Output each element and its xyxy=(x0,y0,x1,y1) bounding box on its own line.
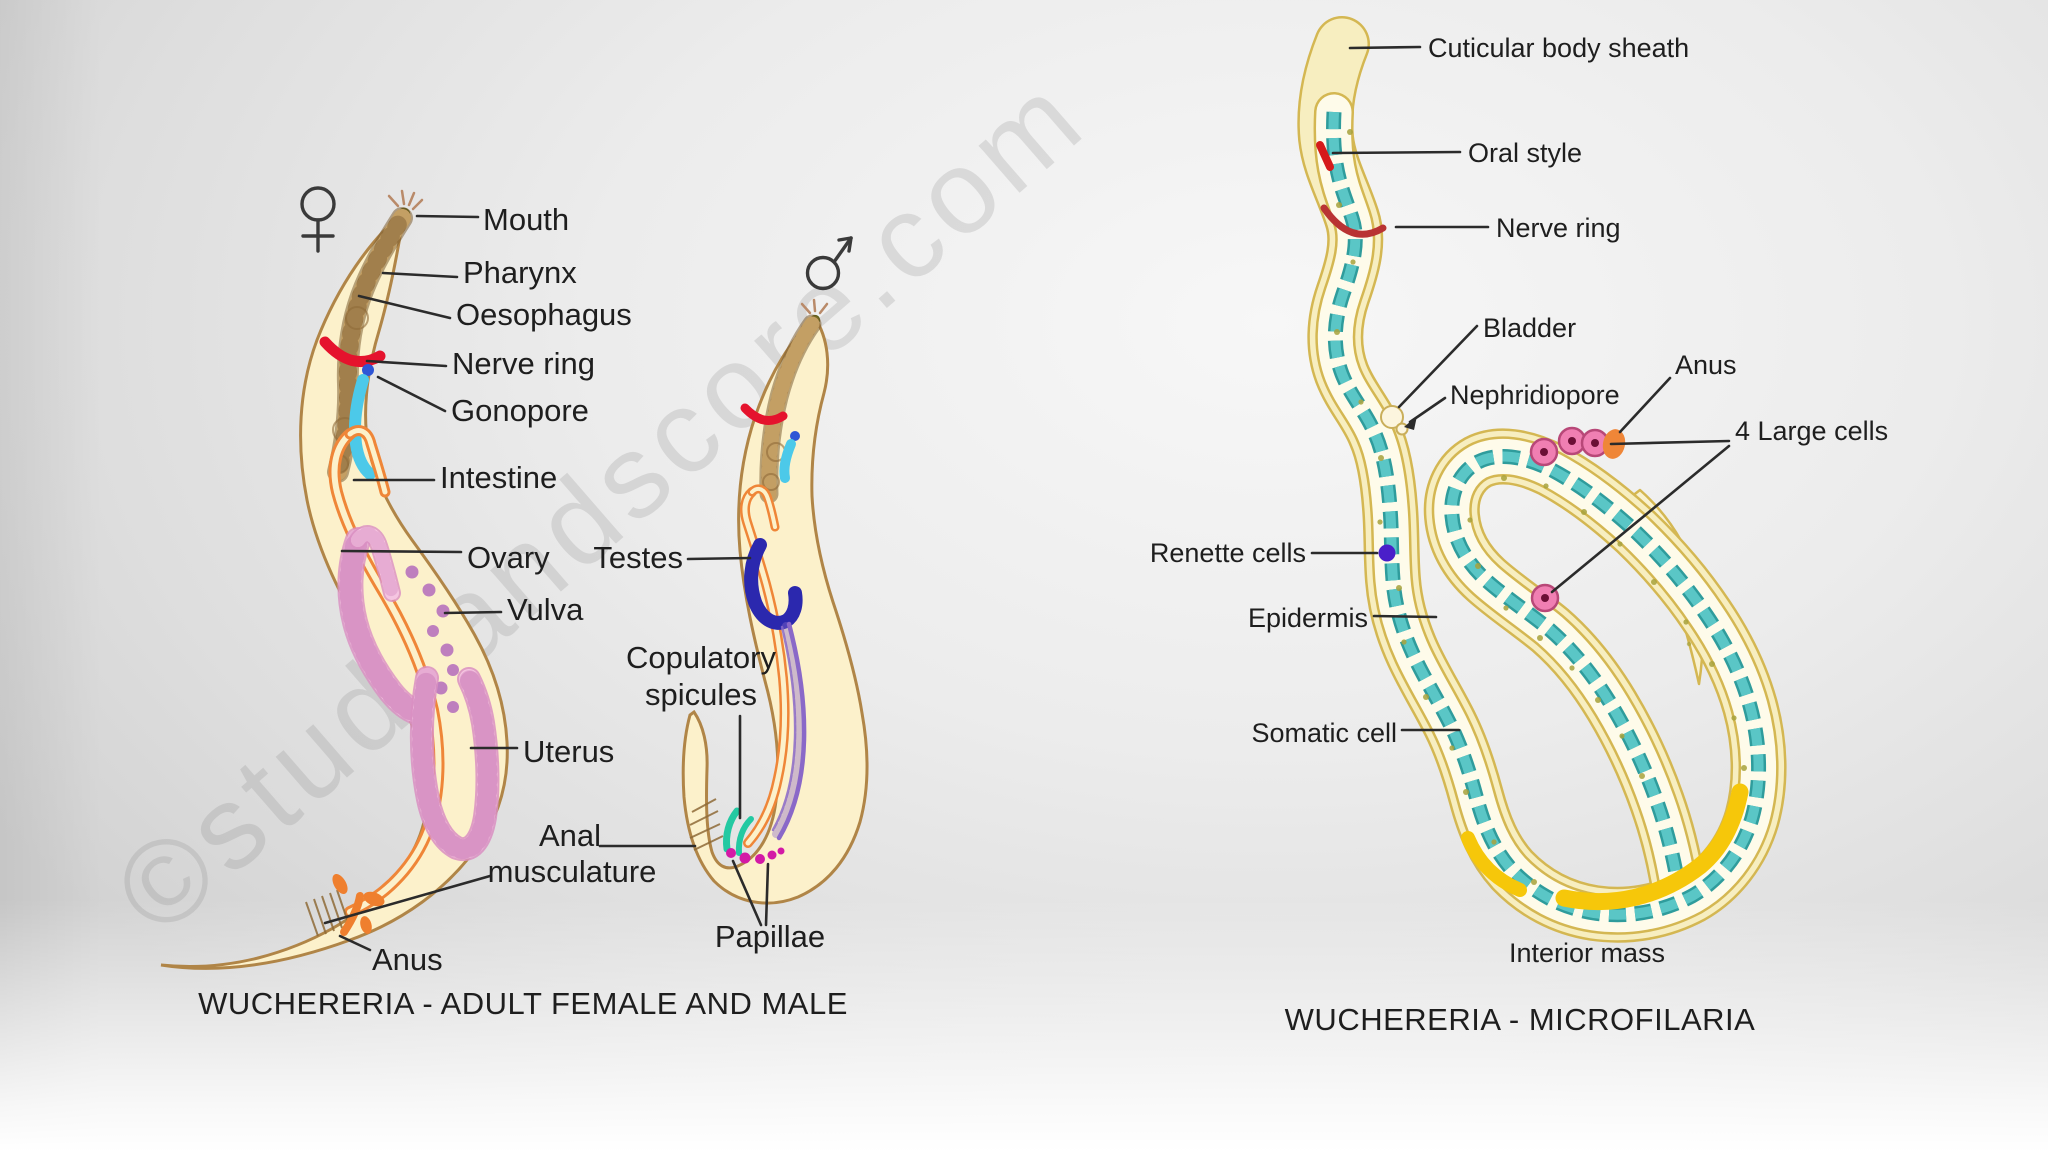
label-four-large-cells: 4 Large cells xyxy=(1735,416,1888,446)
female-gonopore-dot xyxy=(362,364,374,376)
label-copulatory-spicules-2: spicules xyxy=(645,677,757,712)
mf-bladder xyxy=(1380,405,1404,429)
mf-oral-style xyxy=(1316,141,1334,171)
mf-nerve-ring xyxy=(1320,204,1387,238)
label-epidermis: Epidermis xyxy=(1248,603,1368,633)
label-ovary: Ovary xyxy=(467,540,550,575)
label-mouth: Mouth xyxy=(483,202,569,237)
male-gonopore-dot xyxy=(790,431,800,441)
label-nerve-ring-f: Nerve ring xyxy=(452,346,595,381)
adult-diagram-title: WUCHERERIA - ADULT FEMALE AND MALE xyxy=(198,986,848,1021)
leader-nephridiopore-arrow xyxy=(1404,416,1417,430)
label-renette-cells: Renette cells xyxy=(1150,538,1306,568)
label-anus-f: Anus xyxy=(372,942,443,977)
female-nerve-ring xyxy=(319,336,386,368)
leader-mouth xyxy=(415,214,480,219)
label-anal-musculature-2: musculature xyxy=(488,854,657,889)
label-cuticular-sheath: Cuticular body sheath xyxy=(1428,33,1689,63)
leader-anus-mf xyxy=(1618,376,1672,434)
microfilaria-labels: Cuticular body sheath Oral style Nerve r… xyxy=(1150,33,1888,968)
label-testes: Testes xyxy=(593,540,683,575)
female-tail-striations xyxy=(305,889,350,937)
leader-four-large-cells-1 xyxy=(1609,439,1731,446)
leader-nerve-ring-f xyxy=(365,359,448,368)
label-nerve-ring-mf: Nerve ring xyxy=(1496,213,1621,243)
leader-papillae-1 xyxy=(731,859,763,927)
female-body xyxy=(160,208,509,970)
female-gonopore-duct xyxy=(348,374,376,480)
leader-bladder xyxy=(1397,324,1479,409)
female-intestine xyxy=(328,425,445,918)
label-nephridiopore: Nephridiopore xyxy=(1450,380,1620,410)
leader-pharynx xyxy=(381,271,459,279)
leader-cuticular-sheath xyxy=(1348,45,1422,50)
mf-nephridiopore xyxy=(1395,422,1409,436)
label-anus-mf: Anus xyxy=(1675,350,1737,380)
male-nerve-ring xyxy=(740,403,788,425)
leader-papillae-2 xyxy=(764,862,770,927)
adult-female-figure xyxy=(160,186,509,970)
male-copulatory-spicules xyxy=(723,807,754,856)
leader-oesophagus xyxy=(357,294,452,320)
leader-oral-style xyxy=(1331,150,1462,155)
label-interior-mass: Interior mass xyxy=(1509,938,1665,968)
leader-vulva xyxy=(443,610,503,615)
male-intestine xyxy=(739,484,790,848)
label-vulva: Vulva xyxy=(507,592,584,627)
male-papillae xyxy=(726,847,785,864)
leader-epidermis xyxy=(1372,614,1438,619)
leader-anus-f xyxy=(338,934,372,952)
female-symbol-icon xyxy=(300,186,336,253)
label-anal-musculature-1: Anal xyxy=(539,818,601,853)
mf-renette-cell xyxy=(1378,544,1396,562)
adult-labels: Mouth Pharynx Oesophagus Nerve ring Gono… xyxy=(323,202,825,977)
microfilaria-figure xyxy=(1297,16,1787,943)
leader-four-large-cells-2 xyxy=(1550,444,1731,594)
male-head-tufts xyxy=(800,298,829,315)
female-head-tufts xyxy=(387,189,424,211)
male-pharynx-band xyxy=(759,314,822,504)
leader-ovary xyxy=(340,549,463,554)
mf-nuclei-fill xyxy=(1328,111,1764,920)
label-gonopore: Gonopore xyxy=(451,393,589,428)
male-tail-striations xyxy=(689,798,724,851)
mf-interior-mass-left xyxy=(1461,831,1527,897)
mf-interior-mass-right xyxy=(1555,783,1749,911)
adult-male-figure xyxy=(681,236,869,905)
microfilaria-diagram-title: WUCHERERIA - MICROFILARIA xyxy=(1285,1002,1756,1037)
male-symbol-icon xyxy=(805,236,853,291)
male-gonopore-duct xyxy=(779,439,796,483)
label-uterus: Uterus xyxy=(523,734,614,769)
label-oral-style: Oral style xyxy=(1468,138,1582,168)
male-vas-deferens xyxy=(771,621,807,841)
leader-gonopore xyxy=(376,375,447,413)
female-uterus xyxy=(409,666,500,862)
label-intestine: Intestine xyxy=(440,460,557,495)
leader-testes xyxy=(686,556,752,561)
female-ovary xyxy=(337,525,429,725)
label-bladder: Bladder xyxy=(1483,313,1576,343)
male-testes-structure xyxy=(744,538,803,630)
leader-anal-musculature-female xyxy=(323,874,492,925)
label-oesophagus: Oesophagus xyxy=(456,297,632,332)
label-somatic-cell: Somatic cell xyxy=(1251,718,1397,748)
label-papillae: Papillae xyxy=(715,919,825,954)
label-copulatory-spicules-1: Copulatory xyxy=(626,640,776,675)
label-pharynx: Pharynx xyxy=(463,255,577,290)
